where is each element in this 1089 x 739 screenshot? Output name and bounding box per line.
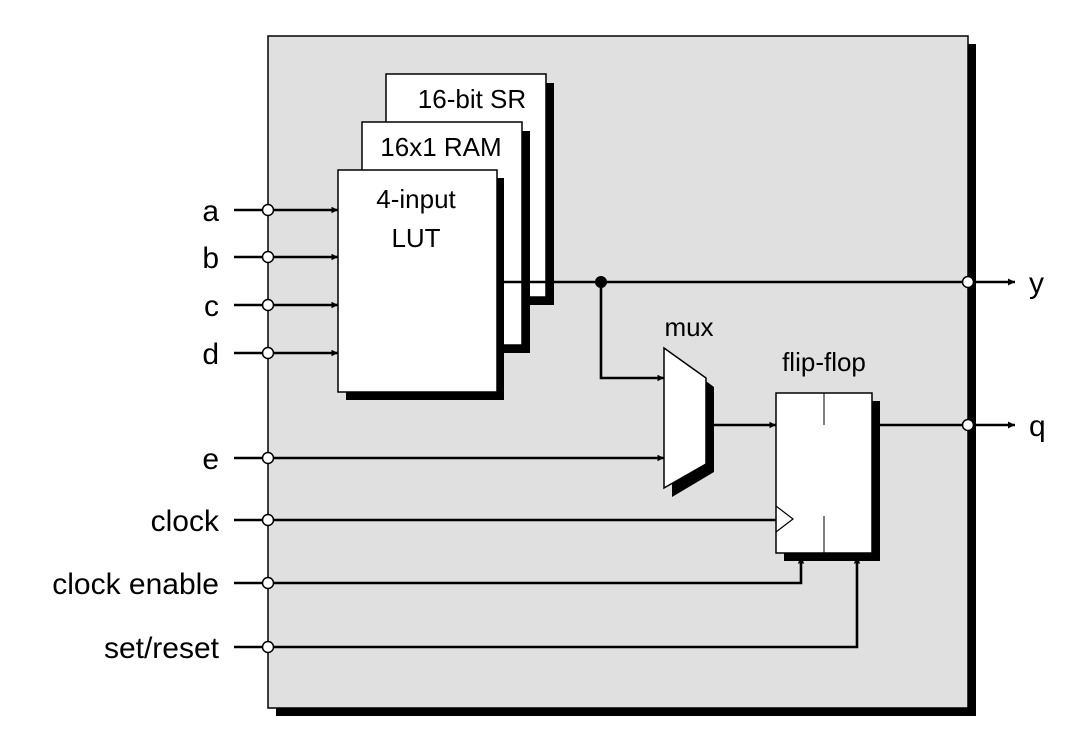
pin-a xyxy=(261,203,275,217)
pin-set-reset xyxy=(261,640,275,654)
pin-y xyxy=(961,275,975,289)
pin-d xyxy=(261,346,275,360)
label-c: c xyxy=(204,290,219,323)
mux: mux xyxy=(663,312,714,497)
label-e: e xyxy=(202,443,219,476)
clock-triangle-icon xyxy=(775,505,794,533)
label-q: q xyxy=(1029,410,1046,443)
label-b: b xyxy=(202,242,219,275)
pin-e xyxy=(261,451,275,465)
pin-q xyxy=(961,418,975,432)
wire-set-reset xyxy=(268,557,861,649)
pins xyxy=(261,203,975,654)
pin-clock-enable xyxy=(261,576,275,590)
mux-body xyxy=(663,346,707,490)
pin-clock xyxy=(261,513,275,527)
lut-block-label-1: 4-input xyxy=(376,184,456,214)
lut-block-label-2: LUT xyxy=(391,223,440,253)
label-a: a xyxy=(202,195,219,228)
flip-flop: flip-flop xyxy=(775,347,880,561)
lut-stack: 16-bit SR 16x1 RAM 4-input LUT xyxy=(337,73,554,400)
label-set-reset: set/reset xyxy=(104,632,220,665)
wire-lut-to-mux xyxy=(599,282,664,382)
label-clock: clock xyxy=(151,505,220,538)
lut-block xyxy=(337,169,498,393)
wire-clock-enable xyxy=(268,557,805,585)
pin-b xyxy=(261,250,275,264)
label-clock-enable: clock enable xyxy=(52,568,219,601)
mux-label: mux xyxy=(664,312,713,342)
sr-block-label: 16-bit SR xyxy=(418,84,526,114)
ram-block-label: 16x1 RAM xyxy=(380,132,501,162)
junction-dot xyxy=(595,276,607,288)
wires xyxy=(234,206,1015,649)
label-y: y xyxy=(1029,267,1044,300)
label-d: d xyxy=(202,338,219,371)
pin-labels: a b c d e clock clock enable set/reset y… xyxy=(52,195,1045,665)
pin-c xyxy=(261,298,275,312)
flip-flop-label: flip-flop xyxy=(782,347,866,377)
